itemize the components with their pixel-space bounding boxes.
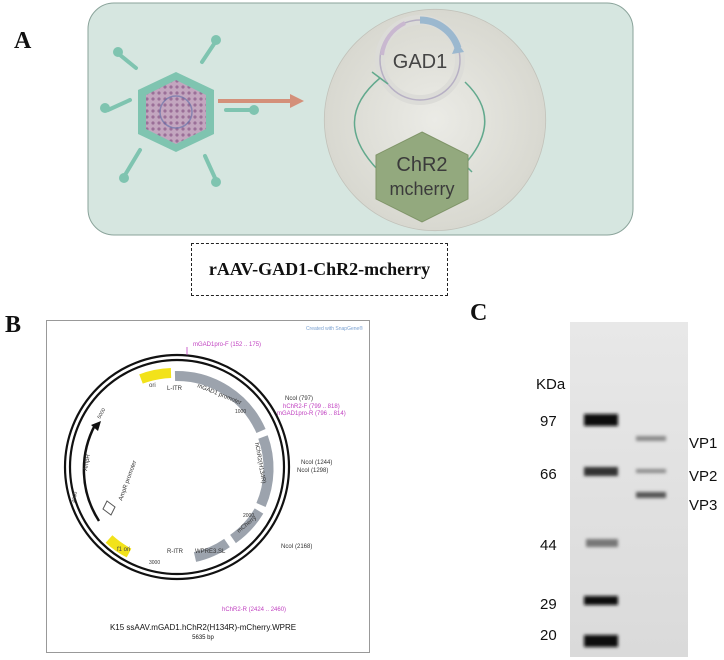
ladder-band-97 — [584, 414, 618, 426]
band-label-vp3: VP3 — [689, 497, 718, 514]
feature-litr-label: L-ITR — [167, 386, 183, 392]
feature-ampr — [82, 424, 101, 522]
feature-f1-ori-label: f1 ori — [117, 547, 130, 553]
site-mgad1pro-r: mGAD1pro-R (796 .. 814) — [277, 411, 346, 417]
site-nco3: NcoI (1298) — [297, 468, 328, 474]
site-nco4: NcoI (2168) — [281, 544, 312, 550]
gad1-plasmid — [375, 15, 465, 105]
gel-background — [570, 322, 688, 657]
feature-wpre — [193, 538, 230, 562]
site-hchr2-f: hChR2-F (799 .. 818) — [283, 404, 340, 410]
feature-f1-ori — [105, 535, 132, 558]
gad1-label: GAD1 — [393, 51, 447, 73]
plasmid-outer-ring — [63, 353, 291, 581]
sample-band-vp1 — [636, 436, 666, 441]
feature-chr2 — [256, 435, 274, 507]
feature-ampr-label: AmpR — [83, 453, 92, 471]
ladder-label-66: 66 — [540, 466, 557, 483]
sample-band-vp3 — [636, 492, 666, 498]
delivery-arrow — [218, 94, 304, 108]
feature-ori-label: ori — [149, 383, 156, 389]
ladder-label-20: 20 — [540, 627, 557, 644]
band-label-vp1: VP1 — [689, 435, 718, 452]
reporter-label-line1: ChR2 — [396, 154, 447, 176]
plasmid-title: K15 ssAAV.mGAD1.hChR2(H134R)-mCherry.WPR… — [110, 623, 296, 632]
feature-mcherry — [229, 508, 264, 544]
band-label-vp2: VP2 — [689, 468, 718, 485]
tick-4000: 4000 — [71, 491, 79, 503]
plasmid-size: 5635 bp — [192, 635, 214, 641]
construct-box: rAAV-GAD1-ChR2-mcherry — [191, 243, 448, 296]
feature-ampr-promoter-label: AmpR promoter — [118, 460, 138, 502]
panel-a-schematic: GAD1 ChR2 mcherry — [87, 2, 634, 236]
aav-virion — [100, 35, 259, 187]
site-hchr2-r: hChR2-R (2424 .. 2460) — [222, 607, 286, 613]
ladder-band-44 — [586, 539, 618, 547]
site-nco1: NcoI (797) — [285, 396, 313, 402]
site-nco2: NcoI (1244) — [301, 460, 332, 466]
ladder-band-66 — [584, 467, 618, 476]
gel-unit-label: KDa — [536, 376, 566, 393]
feature-wpre-label: WPRE3.SL — [195, 549, 226, 555]
plasmid-map-card: Created with SnapGene® ori f1 ori AmpR A… — [46, 320, 370, 653]
panel-letter-b: B — [5, 312, 22, 338]
snapgene-watermark: Created with SnapGene® — [306, 325, 363, 332]
tick-2000: 2000 — [243, 513, 254, 519]
plasmid-inner-ring — [68, 358, 286, 576]
reporter-hexagon — [375, 131, 469, 223]
panel-letter-a: A — [14, 28, 32, 54]
ampr-arrowhead — [91, 421, 101, 431]
sds-page-gel — [570, 322, 688, 657]
tick-5000: 5000 — [97, 407, 108, 420]
ladder-label-29: 29 — [540, 596, 557, 613]
tick-3000: 3000 — [149, 560, 160, 566]
ladder-band-20 — [584, 635, 618, 647]
ladder-label-44: 44 — [540, 537, 557, 554]
tick-1000: 1000 — [235, 409, 246, 415]
reporter-label-line2: mcherry — [389, 179, 454, 199]
feature-promoter — [174, 370, 266, 434]
ladder-label-97: 97 — [540, 413, 557, 430]
plasmid-map: Created with SnapGene® ori f1 ori AmpR A… — [63, 325, 363, 641]
ampr-promoter-shape — [102, 500, 116, 516]
construct-label: rAAV-GAD1-ChR2-mcherry — [208, 259, 431, 279]
site-mgad1pro-f: mGAD1pro-F (152 .. 175) — [193, 342, 261, 348]
ladder-band-29 — [584, 596, 618, 605]
feature-ritr-label: R-ITR — [167, 549, 184, 555]
panel-letter-c: C — [470, 300, 488, 326]
sample-band-vp2 — [636, 469, 666, 473]
feature-ori — [139, 368, 172, 384]
